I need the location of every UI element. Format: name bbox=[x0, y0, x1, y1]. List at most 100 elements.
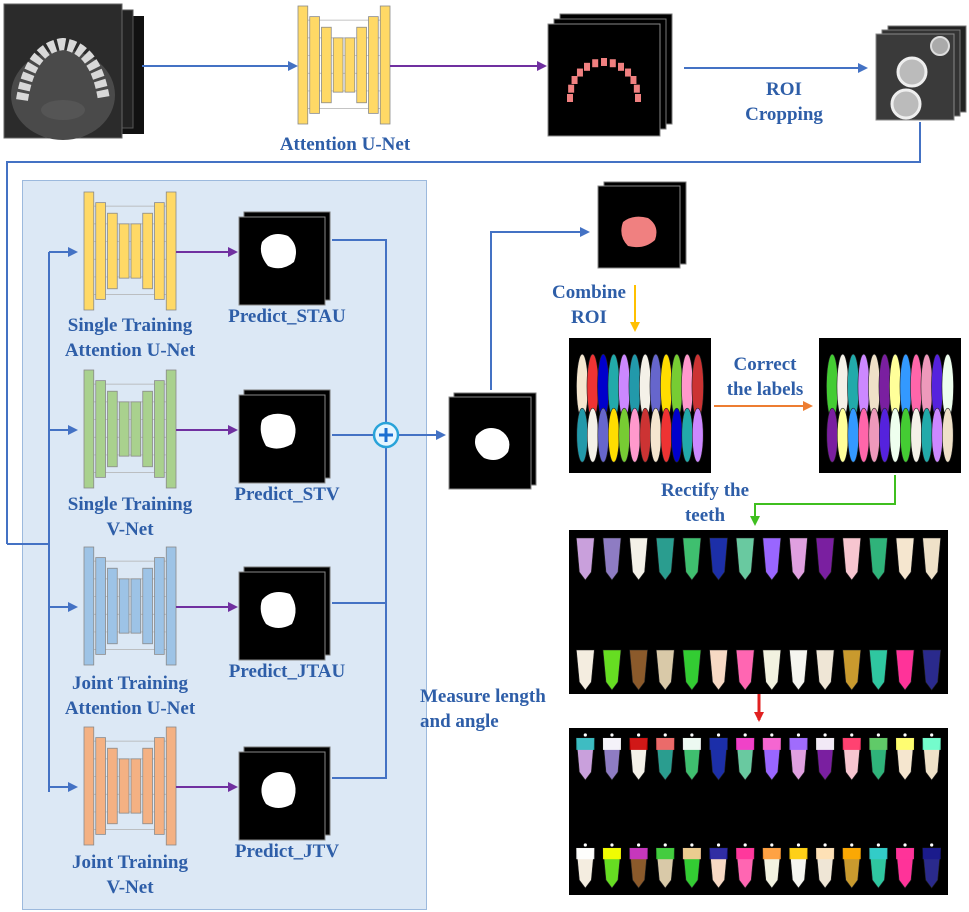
connector-roi-to-networks bbox=[6, 122, 921, 544]
roi-cropping-label: ROI Cropping bbox=[745, 79, 823, 125]
lower-tooth-mark bbox=[899, 407, 912, 463]
tooth-cap-mark bbox=[682, 848, 701, 860]
lower-tooth-mark bbox=[618, 407, 631, 463]
lower-tooth-mark bbox=[576, 407, 589, 463]
rectified-panel-bg bbox=[569, 530, 948, 694]
tooth-endpoint-mark bbox=[743, 843, 747, 847]
tooth-cap-mark bbox=[789, 738, 808, 750]
lower-tooth-mark bbox=[586, 407, 599, 463]
tooth-cap-mark bbox=[842, 738, 861, 750]
tooth-cap-mark bbox=[736, 848, 755, 860]
arch-tooth-mark bbox=[601, 58, 607, 66]
tooth-mark bbox=[682, 537, 702, 581]
tooth-endpoint-mark bbox=[876, 843, 880, 847]
lower-tooth-mark bbox=[649, 407, 662, 463]
tooth-mark bbox=[869, 537, 888, 581]
prediction-blob-3 bbox=[261, 772, 296, 808]
tooth-endpoint-mark bbox=[796, 843, 801, 847]
tooth-mark bbox=[922, 537, 942, 581]
tooth-endpoint-mark bbox=[663, 733, 667, 737]
tooth-endpoint-mark bbox=[716, 843, 721, 847]
tooth-mark bbox=[762, 537, 782, 581]
ensemble-output-mask-image bbox=[448, 392, 537, 490]
tooth-mark bbox=[575, 649, 595, 691]
arch-tooth-mark bbox=[584, 62, 590, 71]
lower-tooth-mark bbox=[691, 407, 704, 463]
attention-unet-label: Attention U-Net bbox=[279, 134, 411, 155]
tooth-endpoint-mark bbox=[583, 733, 587, 737]
arch-tooth-mark bbox=[633, 84, 640, 93]
tooth-cap-mark bbox=[869, 848, 888, 860]
lower-tooth-mark bbox=[836, 407, 849, 463]
tooth-mark bbox=[895, 537, 915, 581]
tooth-mark bbox=[629, 537, 648, 581]
tooth-mark bbox=[709, 649, 728, 691]
arch-tooth-mark bbox=[609, 59, 616, 68]
arch-tooth-mark bbox=[618, 62, 624, 71]
tooth-endpoint-mark bbox=[850, 843, 854, 847]
lower-tooth-mark bbox=[878, 407, 891, 463]
arch-tooth-mark bbox=[567, 94, 573, 102]
tooth-cap-mark bbox=[789, 848, 808, 860]
tooth-cap-mark bbox=[922, 848, 941, 860]
tooth-endpoint-mark bbox=[876, 733, 880, 737]
tooth-cap-mark bbox=[869, 738, 888, 750]
predict-stv-label: Predict_STV bbox=[234, 484, 340, 505]
arch-tooth-mark bbox=[571, 76, 578, 84]
arrow-rectify bbox=[750, 475, 896, 526]
tooth-mask-stack-image bbox=[547, 13, 673, 137]
tooth-cap-mark bbox=[896, 738, 915, 750]
arch-tooth-mark bbox=[635, 94, 641, 102]
tooth-cap-mark bbox=[922, 738, 941, 750]
tooth-cap-mark bbox=[762, 738, 781, 750]
tooth-mark bbox=[682, 649, 702, 691]
network-icon-1 bbox=[83, 369, 177, 489]
tooth-cap-mark bbox=[762, 848, 781, 860]
lower-tooth-mark bbox=[868, 407, 881, 463]
arrow-output-0 bbox=[332, 239, 387, 350]
tooth-mark bbox=[815, 537, 835, 581]
tooth-endpoint-mark bbox=[903, 843, 907, 847]
tooth-cap-mark bbox=[896, 848, 915, 860]
tooth-mark bbox=[602, 649, 622, 691]
predict-jtv-label: Predict_JTV bbox=[234, 841, 340, 862]
roi-crop-image bbox=[875, 25, 967, 121]
tooth-endpoint-mark bbox=[716, 733, 721, 737]
tooth-mark bbox=[735, 537, 755, 581]
ensemble-bus-lower bbox=[385, 450, 387, 779]
tooth-endpoint-mark bbox=[743, 733, 747, 737]
tooth-cap-mark bbox=[736, 738, 755, 750]
prediction-blob-2 bbox=[260, 592, 296, 628]
tooth-mark bbox=[629, 649, 648, 691]
teeth-3d-model-image bbox=[569, 338, 711, 473]
lower-tooth-mark bbox=[931, 407, 944, 463]
lower-tooth-mark bbox=[639, 407, 652, 463]
tooth-mark bbox=[789, 649, 808, 691]
tooth-endpoint-mark bbox=[770, 843, 774, 847]
tooth-mark bbox=[789, 537, 808, 581]
tooth-endpoint-mark bbox=[850, 733, 854, 737]
tooth-mark bbox=[762, 649, 782, 691]
tooth-endpoint-mark bbox=[903, 733, 907, 737]
tooth-endpoint-mark bbox=[610, 733, 614, 737]
lower-tooth-mark bbox=[628, 407, 641, 463]
measured-teeth-image bbox=[569, 728, 948, 895]
tooth-endpoint-mark bbox=[637, 733, 641, 737]
tooth-mark bbox=[602, 537, 622, 581]
lower-tooth-mark bbox=[681, 407, 694, 463]
prediction-blob-0 bbox=[260, 234, 296, 269]
tooth-endpoint-mark bbox=[690, 843, 694, 847]
tooth-mark bbox=[655, 649, 675, 691]
tooth-endpoint-mark bbox=[583, 843, 587, 847]
lower-tooth-mark bbox=[847, 407, 860, 463]
network-icon-3 bbox=[83, 726, 177, 846]
tooth-endpoint-mark bbox=[823, 733, 827, 737]
combined-roi-image bbox=[597, 181, 687, 269]
